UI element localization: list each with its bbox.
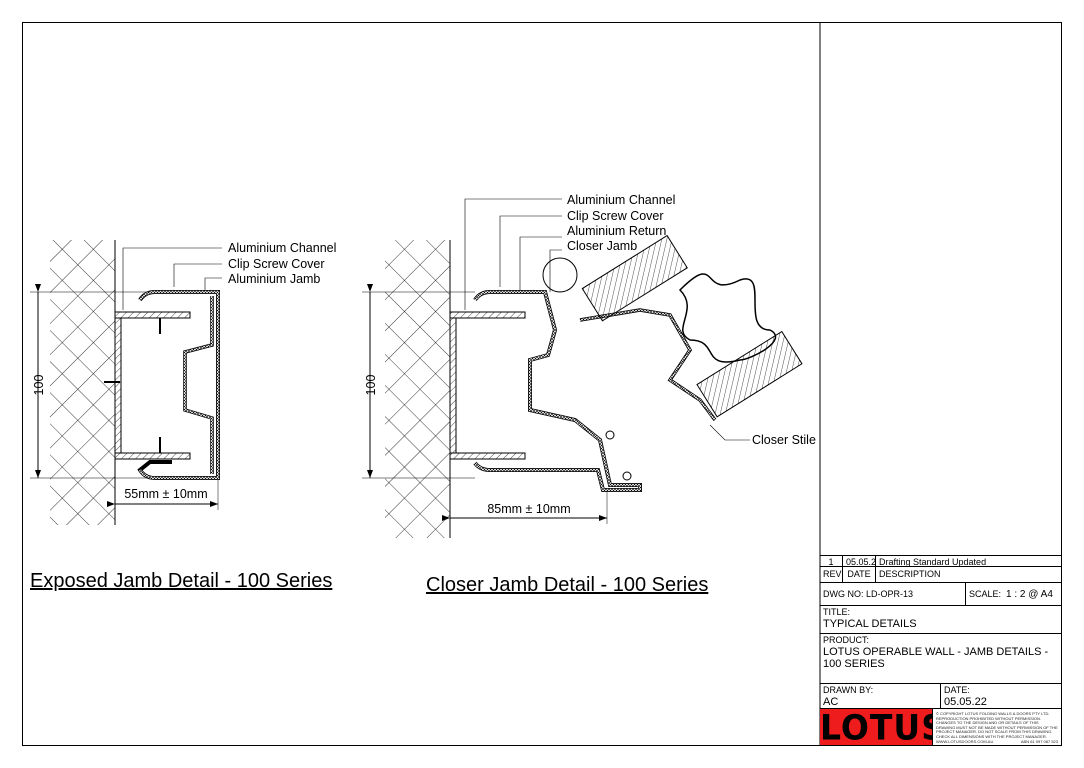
lotus-logo: LOTUS [820,709,933,746]
channel-top [114,311,191,319]
header-description: DESCRIPTION [876,567,1062,583]
product-cell: PRODUCT:LOTUS OPERABLE WALL - JAMB DETAI… [820,634,1062,684]
dim-height: 100 [364,375,378,396]
label-clip-screw-cover: Clip Screw Cover [567,209,664,223]
drawn-by-cell: DRAWN BY:AC [820,684,941,709]
label-clip-screw-cover: Clip Screw Cover [228,257,325,271]
label-aluminium-return: Aluminium Return [567,224,666,238]
closer-jamb-drawing [362,198,803,538]
logo-text: LOTUS [820,709,932,746]
header-date: DATE [843,567,876,583]
dwg-no: LD-OPR-13 [866,589,914,599]
rev-number: 1 [820,555,843,567]
closer-detail-title: Closer Jamb Detail - 100 Series [426,574,708,596]
title-cell: TITLE:TYPICAL DETAILS [820,606,1062,634]
dwg-no-label: DWG NO: [823,589,864,599]
drawn-by-label: DRAWN BY: [823,685,874,695]
drawing-date: 05.05.22 [944,696,987,708]
copyright-notice: REPRODUCTION PROHIBITED WITHOUT PERMISSI… [936,715,1058,739]
drawing-title: TYPICAL DETAILS [823,618,917,630]
scale-label: SCALE: [969,589,1002,599]
scale-value: 1 : 2 @ A4 [1006,589,1053,600]
copyright-cell: © COPYRIGHT LOTUS FOLDING WALLS & DOORS … [933,709,1062,746]
abn: ABN 61 097 087 523 [1020,738,1058,744]
product-label: PRODUCT: [823,635,870,645]
label-closer-jamb: Closer Jamb [567,239,637,253]
dim-width: 85mm ± 10mm [487,502,570,516]
date-cell: DATE:05.05.22 [941,684,1062,709]
rev-date: 05.05.22 [843,555,876,567]
exposed-detail-title: Exposed Jamb Detail - 100 Series [30,570,332,592]
rev-description: Drafting Standard Updated [876,555,1062,567]
channel-bottom [114,452,191,460]
label-aluminium-jamb: Aluminium Jamb [228,272,320,286]
scale-cell: SCALE: 1 : 2 @ A4 [966,583,1062,606]
label-aluminium-channel: Aluminium Channel [228,241,336,255]
dwg-no-cell: DWG NO: LD-OPR-13 [820,583,966,606]
header-rev: REV [820,567,843,583]
website: WWW.LOTUSDOORS.COM.AU [936,738,994,744]
drawing-sheet [22,22,1062,746]
product-name: LOTUS OPERABLE WALL - JAMB DETAILS - 100… [823,646,1049,670]
exposed-jamb-drawing [30,240,222,525]
date-label: DATE: [944,685,970,695]
copyright: © COPYRIGHT LOTUS FOLDING WALLS & DOORS … [936,711,1050,716]
drawn-by: AC [823,696,839,708]
dim-width: 55mm ± 10mm [124,487,207,501]
dim-height: 100 [32,375,46,396]
title-label: TITLE: [823,607,851,617]
label-closer-stile: Closer Stile [752,433,816,447]
label-aluminium-channel: Aluminium Channel [567,193,675,207]
